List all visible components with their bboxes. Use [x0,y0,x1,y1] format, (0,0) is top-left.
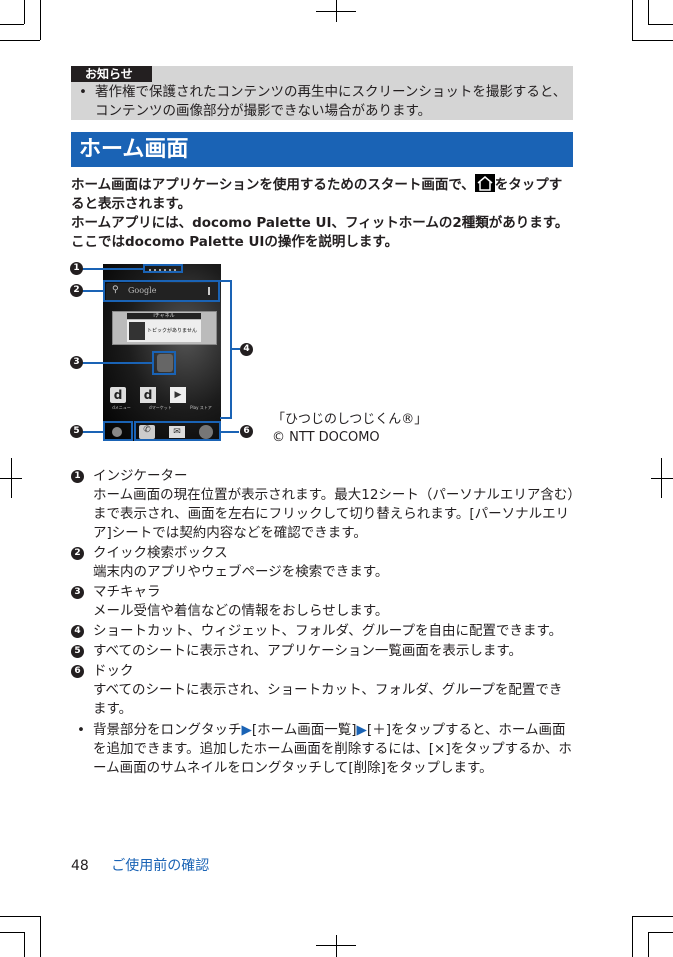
home-key-icon [474,174,495,192]
dmenu-app-icon: d [110,387,126,403]
callout-4: 4 [240,343,253,356]
notice-box: お知らせ • 著作権で保護されたコンテンツの再生中にスクリーンショットを撮影する… [71,66,573,120]
section-title: ホーム画面 [71,132,573,167]
callout-5: 5 [70,425,83,438]
mail-icon: ✉ [169,426,185,438]
notice-bullet: • 著作権で保護されたコンテンツの再生中にスクリーンショットを撮影すると、コンテ… [79,83,569,121]
section-name: ご使用前の確認 [111,858,210,874]
machi-chara-icon [157,354,173,372]
image-credit: 「ひつじのしつじくん®」 © NTT DOCOMO [272,412,428,445]
intro-text: ホーム画面はアプリケーションを使用するためのスタート画面で、をタップすると表示さ… [71,174,575,252]
tip-bullet: • 背景部分をロングタッチ▶[ホーム画面一覧]▶[＋]をタップすると、ホーム画面… [77,722,572,776]
callout-2: 2 [70,284,83,297]
page-indicator [149,269,179,272]
highlight-dock [134,421,221,441]
arrow-icon: ▶ [356,722,367,738]
highlight-app-list [103,421,133,441]
phone-icon: ✆ [139,425,155,439]
page-number: 48 [71,858,89,874]
highlight-indicator [143,264,183,273]
play-store-app-icon: ▶ [170,387,186,403]
callout-6: 6 [240,425,253,438]
app-list-icon [112,427,122,437]
browser-icon [199,425,213,439]
search-icon: ⚲ [112,285,119,295]
callout-3: 3 [70,356,83,369]
notice-text: 著作権で保護されたコンテンツの再生中にスクリーンショットを撮影すると、コンテンツ… [95,84,567,119]
mic-icon [208,287,210,295]
callout-1: 1 [70,262,83,275]
highlight-machi-chara [152,351,176,375]
ichannel-widget: iチャネル トピックがありません [112,311,217,345]
dmarket-app-icon: d [140,387,156,403]
highlight-search [103,280,220,302]
notice-label: お知らせ [71,66,152,82]
arrow-icon: ▶ [241,722,252,738]
quick-search-box: ⚲ Google [106,283,219,301]
page-footer: 48 ご使用前の確認 [71,855,209,875]
